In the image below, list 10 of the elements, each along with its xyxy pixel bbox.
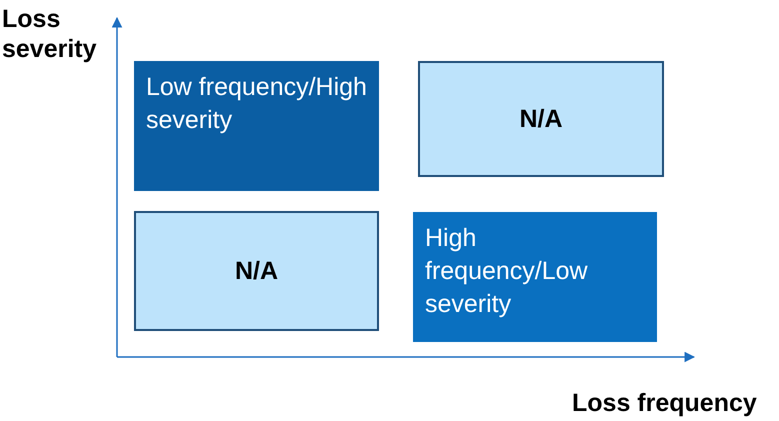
x-axis-title: Loss frequency (572, 388, 758, 418)
quadrant-label: High frequency/Low severity (425, 223, 589, 320)
quadrant-box (413, 212, 657, 342)
quadrant-label: Low frequency/High severity (146, 72, 367, 136)
y-axis-title: Loss severity (2, 4, 98, 64)
quadrant-label: N/A (519, 104, 563, 134)
quadrant-box (134, 61, 379, 191)
quadrant-box (134, 211, 379, 331)
quadrant-box (418, 61, 664, 177)
quadrant-label: N/A (234, 256, 278, 286)
